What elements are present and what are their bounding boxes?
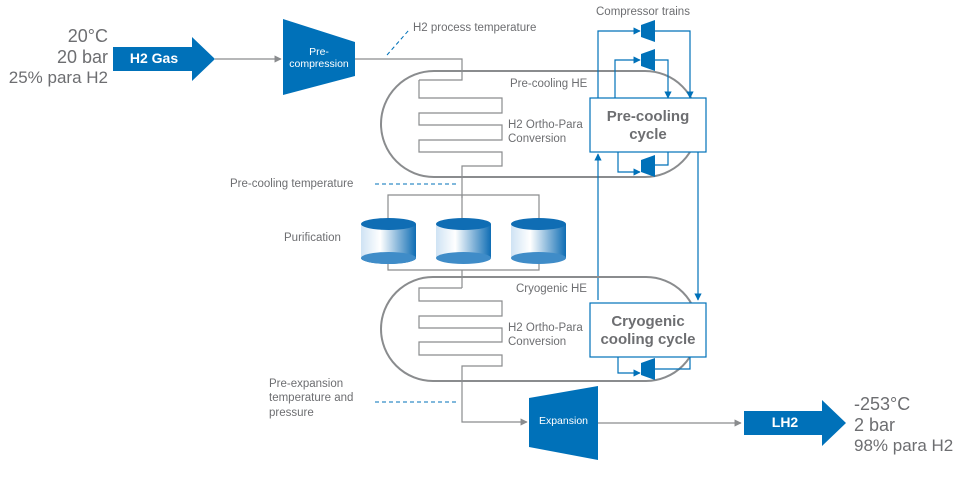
compressor-icon-precooling	[641, 155, 655, 177]
cryogenic-cycle-label: Cryogenic cooling cycle	[600, 313, 696, 348]
compressor-train-loop-inner	[614, 56, 641, 98]
purification-label: Purification	[284, 232, 341, 244]
purification-vessel-1	[361, 218, 416, 264]
compressor-icon-top	[641, 20, 655, 42]
purification-bottom-manifold	[387, 258, 540, 271]
inlet-composition: 25% para H2	[8, 68, 108, 87]
process-line-precompression	[355, 58, 463, 81]
cryogenic-lower-loop-return	[655, 357, 691, 370]
compressor-icon-middle	[641, 49, 655, 71]
lh2-arrow	[744, 400, 846, 446]
ortho-para-conversion-2: H2 Ortho-Para Conversion	[508, 322, 583, 349]
cryogenic-serpentine	[418, 287, 528, 426]
precooling-he-label: Pre-cooling HE	[510, 78, 588, 90]
precooling-lower-loop	[617, 152, 641, 176]
cryogenic-he-label: Cryogenic HE	[516, 283, 587, 295]
precompression-label: Pre- compression	[289, 46, 349, 70]
expansion-label: Expansion	[538, 415, 589, 427]
precooling-lower-loop-return	[655, 152, 669, 166]
compressor-train-loop-outer	[597, 27, 641, 98]
h2-gas-arrow	[113, 37, 215, 81]
compressor-train-loop-outer-return	[655, 30, 694, 99]
precompression-unit	[283, 19, 355, 95]
purification-top-manifold	[387, 194, 540, 225]
h2-process-temp-leader	[386, 29, 410, 56]
lh2-label: LH2	[771, 414, 799, 430]
purification-vessel-3	[511, 218, 566, 264]
compressor-icon-cryogenic	[641, 358, 655, 380]
inlet-temperature: 20°C	[67, 26, 108, 46]
precooling-cycle-label: Pre-cooling cycle	[606, 108, 690, 143]
outlet-temperature: -253°C	[854, 394, 911, 414]
precooling-cycle-box	[589, 97, 707, 153]
precooling-temperature-label: Pre-cooling temperature	[230, 178, 354, 190]
outlet-pressure: 2 bar	[854, 415, 896, 435]
expansion-unit	[529, 386, 598, 460]
preexpansion-label: Pre-expansion temperature and pressure	[269, 378, 354, 419]
compressor-train-loop-inner-return	[655, 59, 672, 99]
ortho-para-conversion-1: H2 Ortho-Para Conversion	[508, 119, 583, 146]
compressor-trains-label: Compressor trains	[596, 6, 690, 18]
h2-gas-label: H2 Gas	[129, 50, 179, 66]
inlet-pressure: 20 bar	[56, 47, 108, 67]
purification-vessel-2	[436, 218, 491, 264]
h2-process-temperature-label: H2 process temperature	[413, 22, 537, 34]
outlet-composition: 98% para H2	[854, 436, 954, 455]
precooling-serpentine	[418, 80, 503, 198]
cryogenic-lower-loop	[617, 357, 641, 377]
cryogenic-cycle-box	[589, 302, 707, 358]
